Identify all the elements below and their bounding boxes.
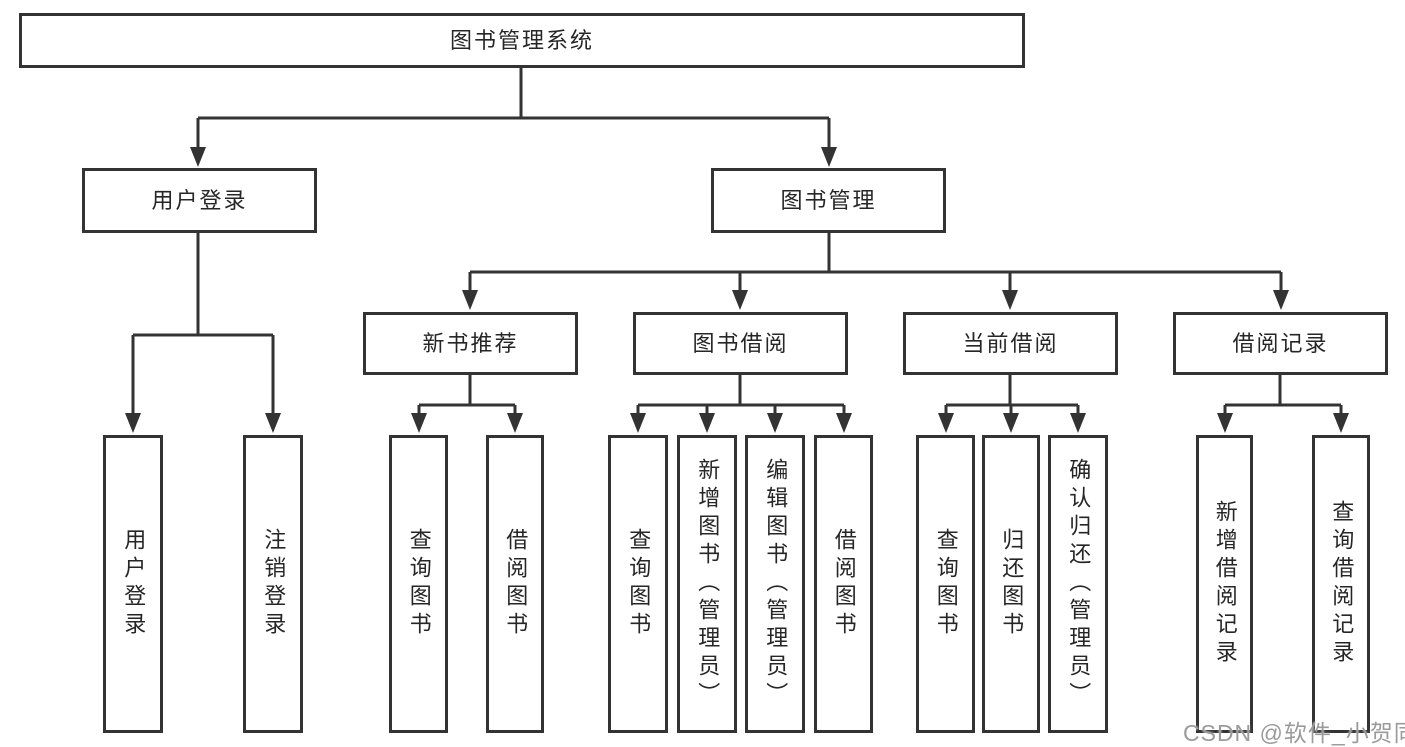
leaf-borrow-borrow-books-label: 借阅图书 [831, 528, 857, 640]
leaf-newbook-borrow-books: 借阅图书 [486, 435, 544, 733]
leaf-add-book-admin-label: 新增图书（管理员） [695, 458, 721, 710]
leaf-confirm-return-admin-label: 确认归还（管理员） [1066, 458, 1092, 710]
node-borrow-records: 借阅记录 [1173, 312, 1388, 375]
leaf-return-book: 归还图书 [982, 435, 1040, 733]
leaf-return-book-label: 归还图书 [999, 528, 1025, 640]
node-user-login: 用户登录 [82, 168, 317, 233]
leaf-edit-book-admin-label: 编辑图书（管理员） [763, 458, 789, 710]
node-current-borrow: 当前借阅 [903, 312, 1118, 375]
node-book-borrow-label: 图书借阅 [692, 330, 789, 356]
leaf-query-borrow-record-label: 查询借阅记录 [1329, 500, 1355, 668]
node-book-management: 图书管理 [711, 168, 946, 233]
leaf-add-borrow-record: 新增借阅记录 [1196, 435, 1253, 733]
leaf-newbook-query-books: 查询图书 [389, 435, 448, 733]
leaf-confirm-return-admin: 确认归还（管理员） [1048, 435, 1108, 733]
node-borrow-records-label: 借阅记录 [1232, 330, 1329, 356]
node-root: 图书管理系统 [19, 13, 1025, 68]
leaf-current-query-books-label: 查询图书 [933, 528, 959, 640]
node-new-book-recommend-label: 新书推荐 [422, 330, 519, 356]
leaf-borrow-query-books: 查询图书 [608, 435, 668, 733]
leaf-add-book-admin: 新增图书（管理员） [677, 435, 737, 733]
node-user-login-label: 用户登录 [151, 187, 248, 213]
leaf-borrow-borrow-books: 借阅图书 [814, 435, 873, 733]
leaf-newbook-query-books-label: 查询图书 [406, 528, 432, 640]
leaf-logout-label: 注销登录 [261, 528, 287, 640]
node-book-management-label: 图书管理 [780, 187, 877, 213]
leaf-current-query-books: 查询图书 [916, 435, 975, 733]
leaf-edit-book-admin: 编辑图书（管理员） [745, 435, 805, 733]
leaf-user-login-label: 用户登录 [121, 528, 147, 640]
leaf-query-borrow-record: 查询借阅记录 [1312, 435, 1370, 733]
leaf-logout: 注销登录 [243, 435, 303, 733]
leaf-user-login: 用户登录 [103, 435, 163, 733]
node-new-book-recommend: 新书推荐 [363, 312, 578, 375]
leaf-add-borrow-record-label: 新增借阅记录 [1212, 500, 1238, 668]
node-root-label: 图书管理系统 [449, 27, 594, 53]
leaf-newbook-borrow-books-label: 借阅图书 [503, 528, 529, 640]
csdn-watermark: CSDN @软件_小贺同学 [1183, 720, 1405, 746]
node-book-borrow: 图书借阅 [633, 312, 848, 375]
leaf-borrow-query-books-label: 查询图书 [626, 528, 652, 640]
node-current-borrow-label: 当前借阅 [962, 330, 1059, 356]
